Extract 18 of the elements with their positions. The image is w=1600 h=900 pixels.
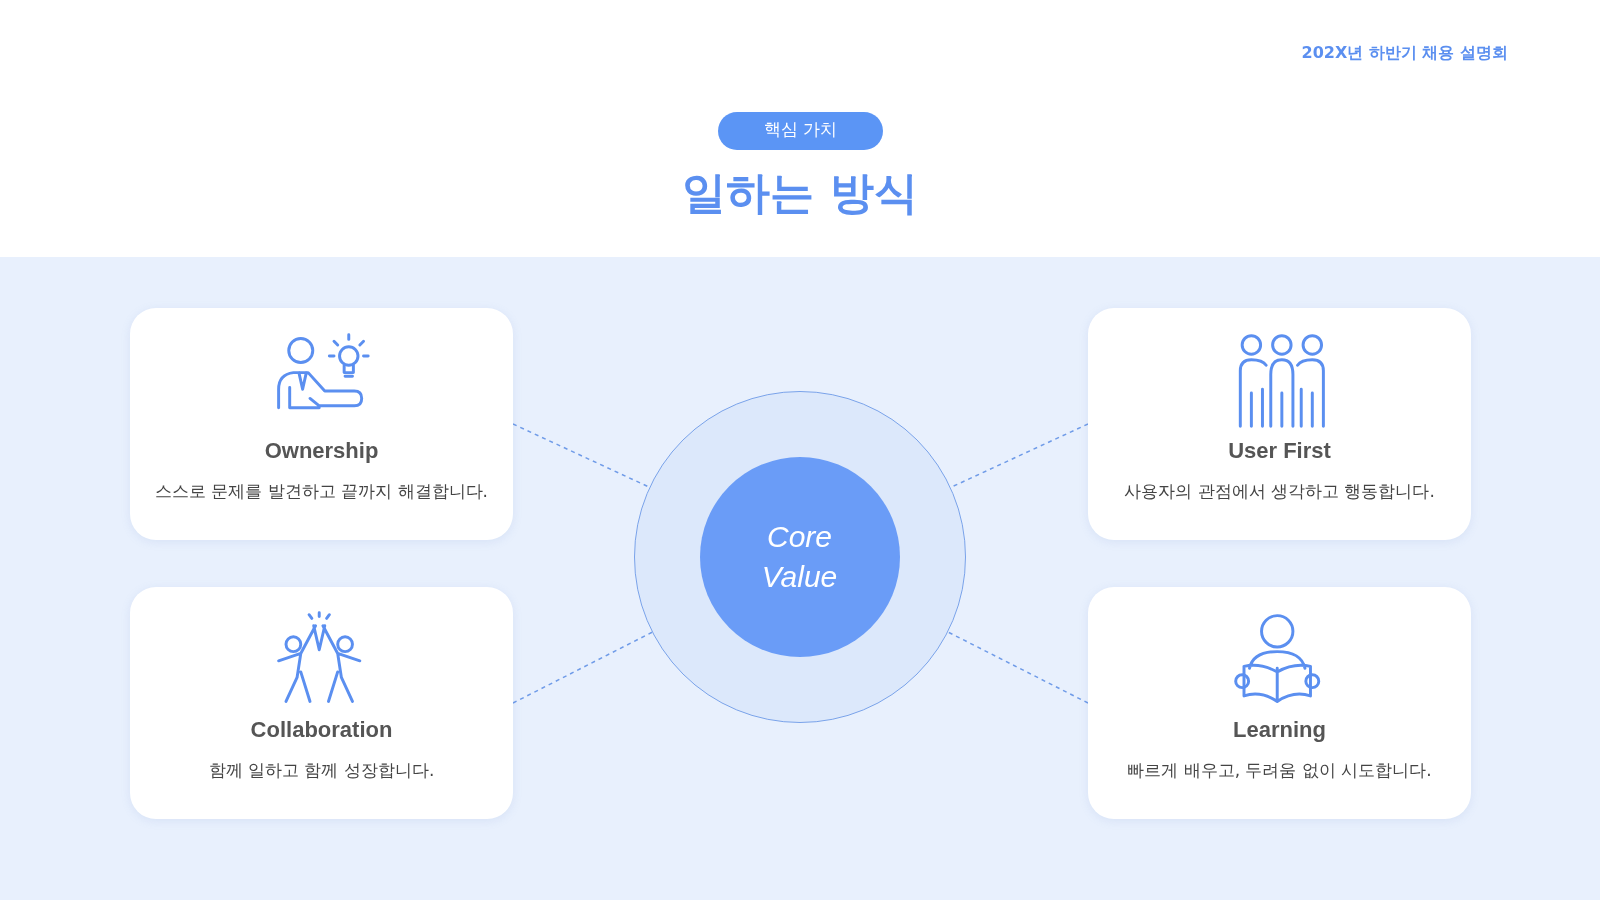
- connector-line: [947, 631, 1089, 704]
- core-circle: Core Value: [699, 456, 900, 657]
- card-heading: Learning: [1233, 717, 1326, 743]
- card-heading: Ownership: [264, 438, 379, 464]
- tag-pill: 핵심 가치: [718, 112, 883, 150]
- card-description: 빠르게 배우고, 두려움 없이 시도합니다.: [1127, 759, 1432, 782]
- header-text: 202X년 하반기 채용 설명회: [1301, 43, 1508, 64]
- value-card: [130, 587, 513, 819]
- card-description: 함께 일하고 함께 성장합니다.: [208, 759, 435, 782]
- card-description: 스스로 문제를 발견하고 끝까지 해결합니다.: [155, 480, 488, 503]
- value-card: [1088, 587, 1471, 819]
- value-card: [1088, 308, 1471, 540]
- page-title: 일하는 방식: [681, 166, 919, 220]
- value-card: [130, 308, 513, 540]
- card-heading: User First: [1228, 438, 1331, 464]
- connector-line: [512, 631, 653, 704]
- card-description: 사용자의 관점에서 생각하고 행동합니다.: [1124, 480, 1435, 503]
- card-heading: Collaboration: [250, 717, 393, 743]
